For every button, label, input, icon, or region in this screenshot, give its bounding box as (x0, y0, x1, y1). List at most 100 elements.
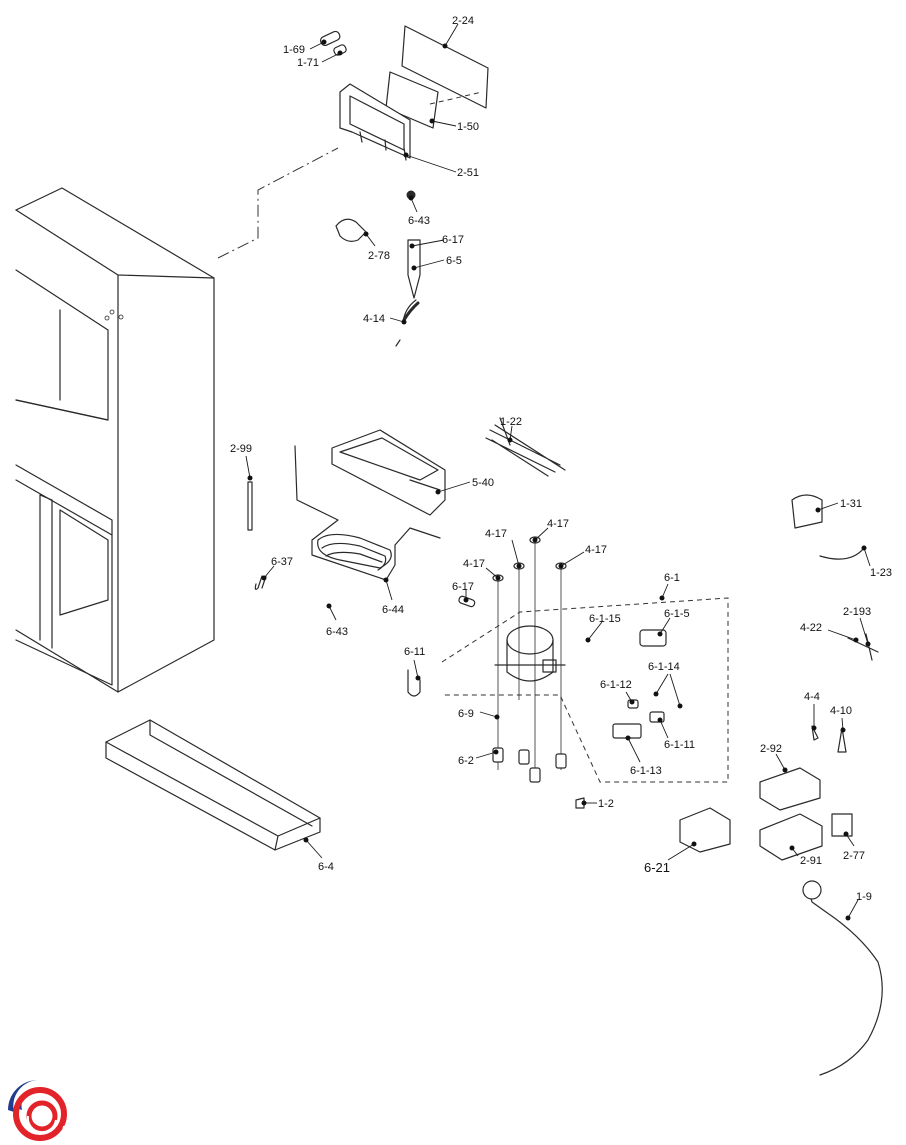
bracket-2-99 (247, 481, 253, 531)
label-6-11: 6-11 (404, 646, 425, 658)
label-2-77: 2-77 (843, 850, 865, 862)
callout-4-17-a: 4-17 (485, 528, 522, 569)
right-side-electrical-parts (679, 494, 883, 1076)
label-4-17-d: 4-17 (463, 558, 485, 570)
refrigerator-cabinet (15, 187, 215, 693)
label-6-17-top: 6-17 (442, 234, 464, 246)
label-6-1: 6-1 (664, 572, 680, 584)
label-4-17-a: 4-17 (485, 528, 507, 540)
callout-1-71: 1-71 (297, 50, 343, 69)
callout-2-99: 2-99 (230, 443, 253, 481)
callout-1-31: 1-31 (815, 498, 862, 513)
label-6-2: 6-2 (458, 755, 474, 767)
label-2-91: 2-91 (800, 855, 822, 867)
label-5-40: 5-40 (472, 477, 494, 489)
callout-6-21: 6-21 (644, 841, 697, 875)
callout-2-193: 2-193 (843, 606, 871, 647)
callout-1-2: 1-2 (575, 797, 614, 810)
brand-swirl-logo-icon (8, 1080, 67, 1145)
callout-6-1-12: 6-1-12 (600, 679, 635, 705)
callout-2-51: 2-51 (403, 152, 479, 179)
callout-4-10: 4-10 (830, 705, 852, 733)
callout-1-23: 1-23 (861, 545, 892, 579)
callout-4-14: 4-14 (363, 313, 407, 325)
callout-4-17-c: 4-17 (558, 544, 607, 569)
callout-6-1-11: 6-1-11 (657, 717, 695, 751)
label-2-92: 2-92 (760, 743, 782, 755)
callout-6-37: 6-37 (261, 556, 293, 581)
drain-pan (105, 719, 321, 851)
callout-2-77: 2-77 (843, 831, 865, 862)
label-2-78: 2-78 (368, 250, 390, 262)
label-1-9: 1-9 (856, 891, 872, 903)
callout-2-78: 2-78 (363, 231, 390, 262)
cable-harness-group (485, 417, 566, 477)
label-1-50: 1-50 (457, 121, 479, 133)
callout-1-22: 1-22 (500, 416, 522, 443)
callout-6-1-15: 6-1-15 (585, 613, 621, 643)
label-6-37: 6-37 (271, 556, 293, 568)
label-1-22: 1-22 (500, 416, 522, 428)
callout-6-1-5: 6-1-5 (657, 608, 690, 637)
callout-4-4: 4-4 (804, 691, 820, 731)
callout-6-5: 6-5 (411, 255, 462, 271)
callout-5-40: 5-40 (435, 477, 494, 495)
label-1-23: 1-23 (870, 567, 892, 579)
label-1-2: 1-2 (598, 798, 614, 810)
label-2-193: 2-193 (843, 606, 871, 618)
callout-6-43-top: 6-43 (408, 195, 430, 227)
label-6-43-mid: 6-43 (326, 626, 348, 638)
label-6-9: 6-9 (458, 708, 474, 720)
callout-1-50: 1-50 (429, 118, 479, 133)
callout-2-91: 2-91 (789, 845, 822, 867)
label-6-1-13: 6-1-13 (630, 765, 662, 777)
label-6-1-15: 6-1-15 (589, 613, 621, 625)
callout-6-1: 6-1 (659, 572, 680, 601)
label-6-44: 6-44 (382, 604, 404, 616)
assembly-guide-line (217, 147, 339, 259)
drain-tray-group (331, 429, 446, 516)
label-2-51: 2-51 (457, 167, 479, 179)
label-6-1-11: 6-1-11 (664, 739, 695, 751)
label-2-99: 2-99 (230, 443, 252, 455)
label-4-22: 4-22 (800, 622, 822, 634)
callout-1-69: 1-69 (283, 39, 327, 56)
callout-2-92: 2-92 (760, 743, 788, 773)
label-4-10: 4-10 (830, 705, 852, 717)
callout-6-9: 6-9 (458, 708, 500, 720)
callout-2-24: 2-24 (442, 15, 474, 49)
control-panel-group (319, 25, 489, 347)
label-4-4: 4-4 (804, 691, 820, 703)
callout-6-43-mid: 6-43 (326, 603, 348, 638)
callout-4-17-d: 4-17 (463, 558, 501, 581)
label-4-14: 4-14 (363, 313, 385, 325)
label-1-71: 1-71 (297, 57, 319, 69)
label-6-1-14: 6-1-14 (648, 661, 680, 673)
label-6-5: 6-5 (446, 255, 462, 267)
callout-6-17-mid: 6-17 (452, 581, 474, 603)
callout-6-17-top: 6-17 (409, 234, 464, 249)
label-6-4: 6-4 (318, 861, 334, 873)
drain-hose-6-11 (407, 669, 421, 697)
callout-4-22: 4-22 (800, 622, 859, 643)
label-6-1-12: 6-1-12 (600, 679, 632, 691)
label-6-43-top: 6-43 (408, 215, 430, 227)
label-6-21: 6-21 (644, 860, 670, 875)
callout-6-2: 6-2 (458, 749, 499, 767)
callout-4-17-b: 4-17 (532, 518, 569, 543)
label-1-31: 1-31 (840, 498, 862, 510)
label-1-69: 1-69 (283, 44, 305, 56)
callout-6-11: 6-11 (404, 646, 425, 681)
callout-6-44: 6-44 (382, 577, 404, 616)
callout-6-1-13: 6-1-13 (625, 735, 662, 777)
callout-6-4: 6-4 (303, 837, 334, 873)
relay-6-1-5 (639, 629, 667, 647)
label-4-17-b: 4-17 (547, 518, 569, 530)
label-4-17-c: 4-17 (585, 544, 607, 556)
label-6-17-mid: 6-17 (452, 581, 474, 593)
condenser-coil (294, 445, 441, 581)
callout-1-9: 1-9 (845, 891, 872, 921)
callout-6-1-14: 6-1-14 (648, 661, 683, 709)
label-2-24: 2-24 (452, 15, 474, 27)
